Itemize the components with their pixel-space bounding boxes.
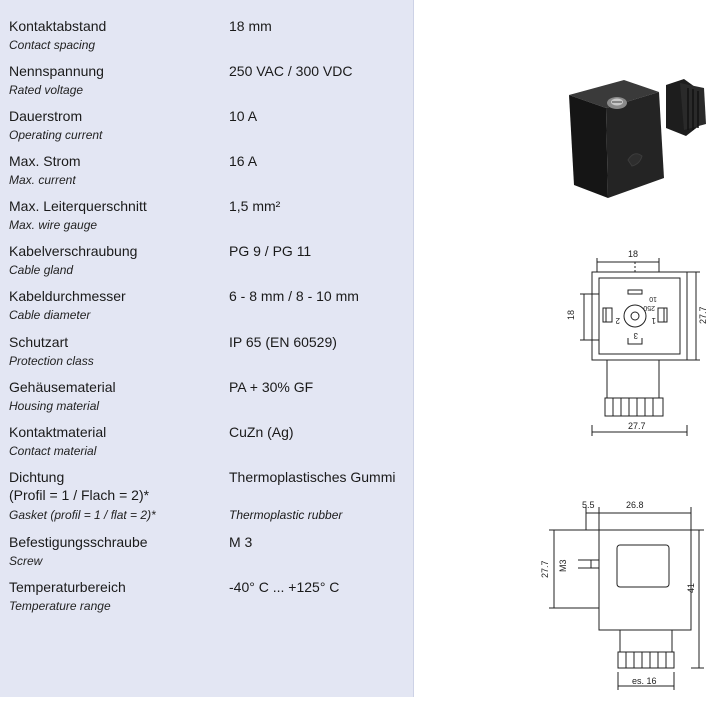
spec-value: PA + 30% GF xyxy=(229,379,314,395)
spec-label-en: Housing material xyxy=(9,399,100,413)
spec-value: 1,5 mm² xyxy=(229,198,281,214)
spec-label-de: Gehäusematerial xyxy=(9,379,116,395)
spec-value: M 3 xyxy=(229,534,253,550)
spec-label-de: Kontaktabstand xyxy=(9,18,107,34)
side-screw-offset-label: 5.5 xyxy=(582,500,595,510)
spec-label-en: Screw xyxy=(9,554,43,568)
spec-label-en: Max. current xyxy=(9,173,76,187)
spec-label-de: Kabeldurchmesser xyxy=(9,288,126,304)
spec-label-en: Gasket (profil = 1 / flat = 2)* xyxy=(9,508,156,522)
spec-label-en: Contact spacing xyxy=(9,38,96,52)
spec-value-en: Thermoplastic rubber xyxy=(229,508,343,522)
spec-label-de: Temperaturbereich xyxy=(9,579,126,595)
spec-value: Thermoplastisches Gummi xyxy=(229,469,396,485)
spec-label-de: Nennspannung xyxy=(9,63,104,79)
side-body-width-label: 26.8 xyxy=(626,500,644,510)
contact-1-label: 1 xyxy=(651,316,656,325)
spec-label-de: Kontaktmaterial xyxy=(9,424,107,440)
spec-label-en: Cable diameter xyxy=(9,308,91,322)
spec-label-en: Temperature range xyxy=(9,599,111,613)
spec-label-de: Schutzart xyxy=(9,334,69,350)
side-screw-label: M3 xyxy=(558,559,568,572)
spec-label-en: Cable gland xyxy=(9,263,74,277)
front-top-width-label: 18 xyxy=(628,249,638,259)
spec-label-de: Dichtung xyxy=(9,469,65,485)
spec-value: 16 A xyxy=(229,153,258,169)
spec-value: IP 65 (EN 60529) xyxy=(229,334,337,350)
spec-value: 18 mm xyxy=(229,18,272,34)
spec-value: -40° C ... +125° C xyxy=(229,579,340,595)
side-total-height-label: 41 xyxy=(686,583,696,593)
front-bottom-width-label: 27.7 xyxy=(628,421,646,431)
spec-label-de: Dauerstrom xyxy=(9,108,83,124)
spec-value: 10 A xyxy=(229,108,258,124)
figure-area: 18 18 27.7 27.7 250 10 1 2 3 xyxy=(414,0,720,697)
front-tiny-b-label: 10 xyxy=(649,295,657,302)
front-view-drawing xyxy=(580,258,700,436)
spec-value: 250 VAC / 300 VDC xyxy=(229,63,353,79)
spec-label-en: Rated voltage xyxy=(9,83,84,97)
spec-label-de: Max. Strom xyxy=(9,153,81,169)
front-side-height-label: 18 xyxy=(566,310,576,320)
side-left-height-label: 27.7 xyxy=(540,560,550,578)
contact-2-label: 2 xyxy=(615,316,620,325)
spec-panel: Kontaktabstand Contact spacing 18 mm Nen… xyxy=(0,0,414,697)
figure-canvas: 18 18 27.7 27.7 250 10 1 2 3 xyxy=(540,79,708,690)
spec-label-en: Max. wire gauge xyxy=(9,218,98,232)
spec-label-de-sub: (Profil = 1 / Flach = 2)* xyxy=(9,487,150,503)
side-view-drawing xyxy=(549,507,704,690)
front-tiny-a-label: 250 xyxy=(643,304,655,311)
spec-label-en: Contact material xyxy=(9,444,97,458)
spec-label-de: Befestigungsschraube xyxy=(9,534,148,550)
connector-photo xyxy=(569,79,706,198)
front-right-height-label: 27.7 xyxy=(698,306,708,324)
spec-label-en: Operating current xyxy=(9,128,103,142)
side-gland-label: es. 16 xyxy=(632,676,657,686)
spec-label-de: Max. Leiterquerschnitt xyxy=(9,198,147,214)
contact-3-label: 3 xyxy=(633,331,638,340)
spec-label-en: Protection class xyxy=(9,354,94,368)
spec-value: 6 - 8 mm / 8 - 10 mm xyxy=(229,288,359,304)
spec-value: PG 9 / PG 11 xyxy=(229,243,312,259)
spec-value: CuZn (Ag) xyxy=(229,424,294,440)
spec-label-de: Kabelverschraubung xyxy=(9,243,138,259)
